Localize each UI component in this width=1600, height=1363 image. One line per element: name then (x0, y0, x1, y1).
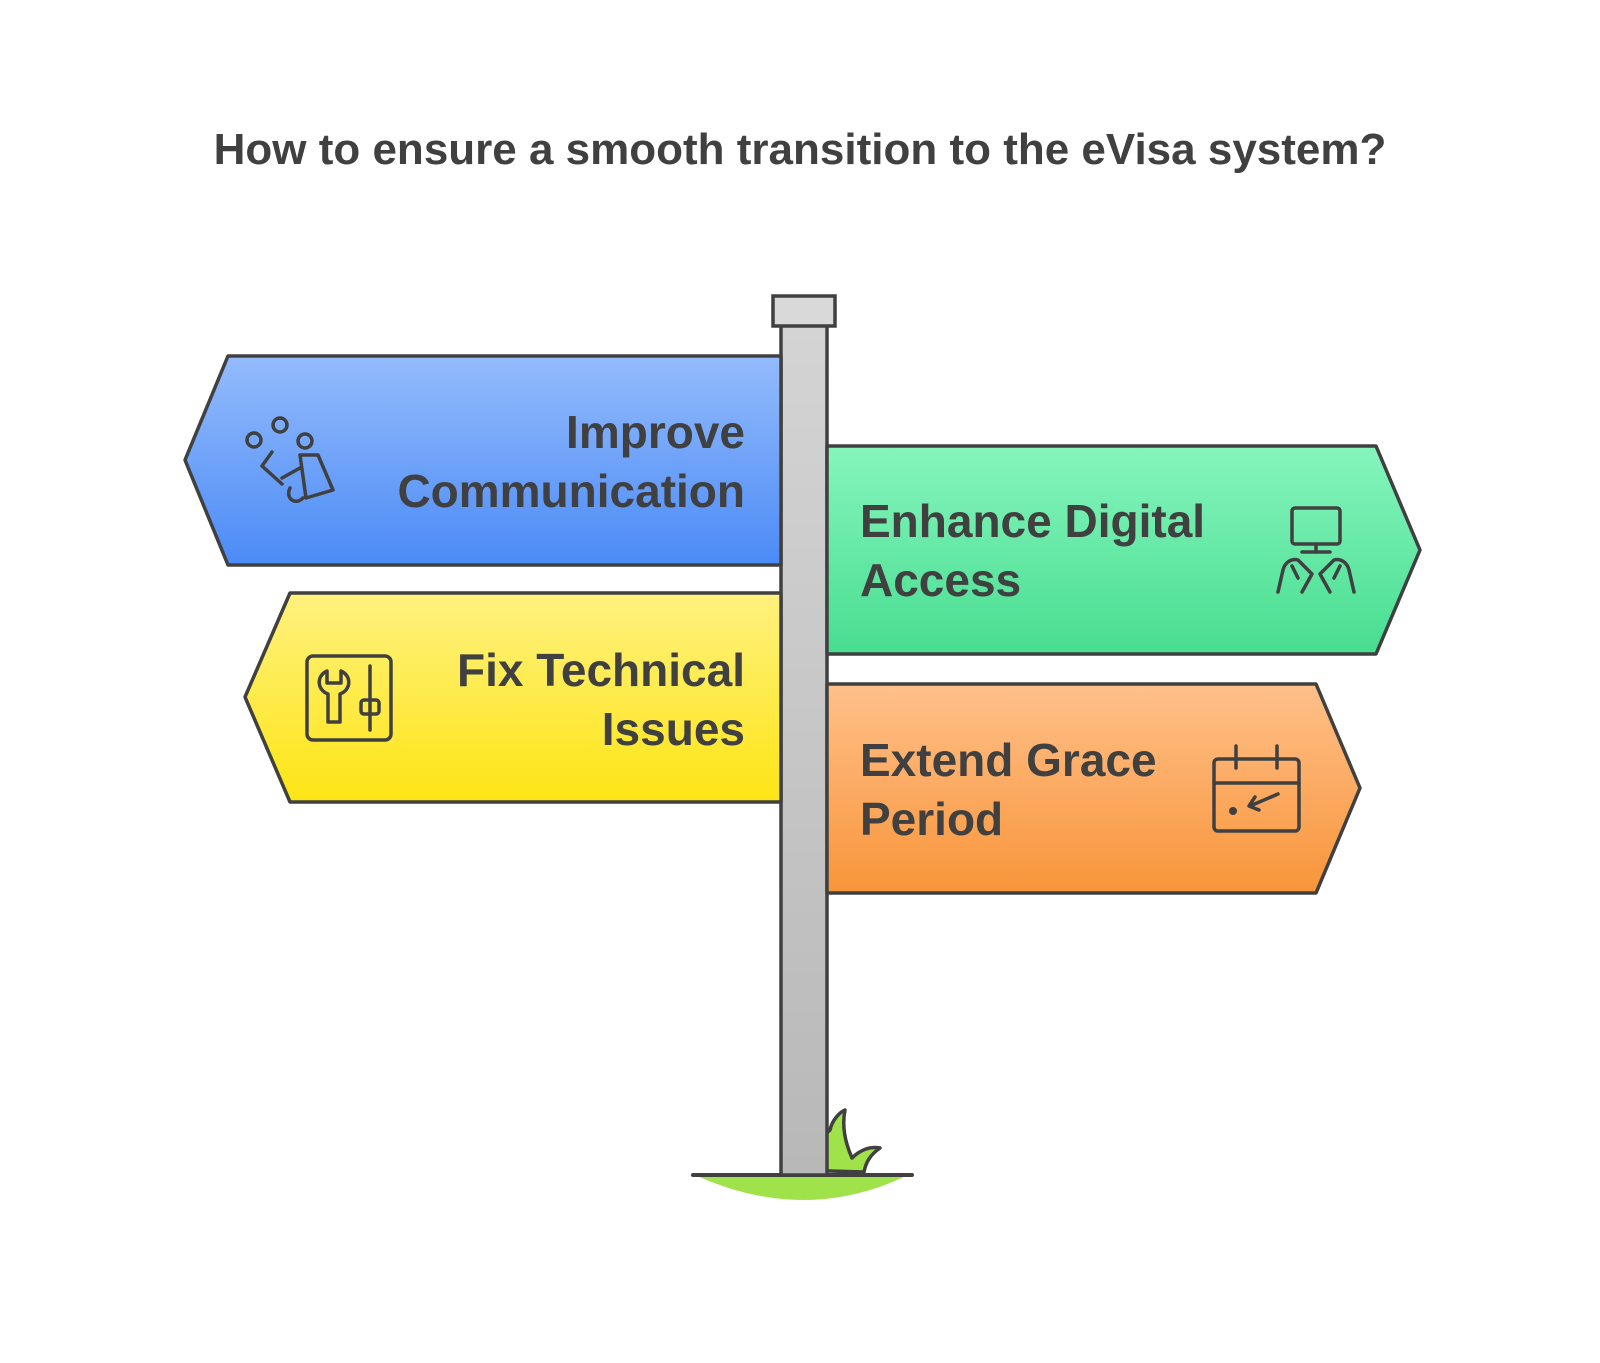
sign-label-line-1: Improve (566, 406, 745, 458)
sign-fix-technical-issues: Fix Technical Issues (243, 591, 783, 804)
signpost-pole (771, 294, 837, 1177)
sign-label-line-1: Enhance Digital (860, 495, 1205, 547)
calendar-icon (1212, 744, 1301, 833)
sign-enhance-digital-access: Enhance Digital Access (825, 444, 1422, 656)
sign-label-line-1: Extend Grace (860, 734, 1157, 786)
sign-label-line-2: Communication (397, 465, 745, 517)
computer-hands-icon (1276, 506, 1356, 594)
sign-label-line-1: Fix Technical (457, 644, 745, 696)
sign-label-line-2: Period (860, 793, 1003, 845)
sign-extend-grace-period: Extend Grace Period (825, 682, 1362, 895)
sign-improve-communication: Improve Communication (183, 354, 783, 567)
megaphone-icon (245, 416, 335, 503)
sign-label-line-2: Issues (602, 703, 745, 755)
page-title: How to ensure a smooth transition to the… (214, 125, 1387, 174)
sign-label-line-2: Access (860, 554, 1021, 606)
tools-icon (305, 654, 393, 742)
